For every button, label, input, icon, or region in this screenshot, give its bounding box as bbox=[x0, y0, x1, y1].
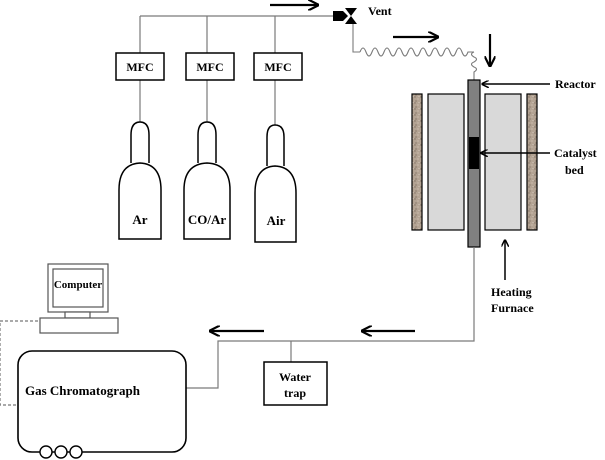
cylinder-air: Air bbox=[254, 124, 297, 243]
mfc-co-ar: MFC bbox=[185, 52, 235, 81]
cylinder-ar: Ar bbox=[118, 121, 162, 240]
cylinder-label: Air bbox=[267, 213, 286, 228]
outlet-line bbox=[186, 247, 475, 389]
heater-right bbox=[484, 93, 522, 231]
data-cable bbox=[0, 320, 38, 406]
insulation-left bbox=[411, 93, 423, 231]
cylinder-label: Ar bbox=[132, 212, 147, 227]
coil-tubing bbox=[352, 24, 478, 80]
gas-manifold bbox=[139, 15, 334, 125]
reactor-tube bbox=[467, 79, 481, 248]
furnace-label-line2: Furnace bbox=[491, 301, 534, 315]
cylinder-co-ar: CO/Ar bbox=[183, 121, 231, 240]
water-trap: Water trap bbox=[263, 361, 328, 406]
catalyst-bed bbox=[469, 137, 479, 169]
furnace-label-line1: Heating bbox=[491, 285, 532, 299]
gc-label: Gas Chromatograph bbox=[25, 383, 141, 398]
reactor-label: Reactor bbox=[555, 77, 596, 91]
vent-valve: Vent bbox=[333, 4, 392, 24]
cylinder-label: CO/Ar bbox=[188, 212, 227, 227]
water-trap-label-line2: trap bbox=[284, 386, 306, 400]
gc-port bbox=[69, 445, 83, 459]
vent-label: Vent bbox=[368, 4, 392, 18]
mfc-ar: MFC bbox=[115, 52, 165, 81]
catalyst-label-line1: Catalyst bbox=[554, 146, 597, 160]
heater-left bbox=[427, 93, 465, 231]
mfc-label: MFC bbox=[126, 60, 153, 74]
gas-chromatograph: Gas Chromatograph bbox=[17, 350, 187, 459]
computer-label: Computer bbox=[54, 279, 102, 291]
catalyst-label-line2: bed bbox=[565, 163, 584, 177]
mfc-label: MFC bbox=[264, 60, 291, 74]
gc-port bbox=[39, 445, 53, 459]
water-trap-label-line1: Water bbox=[279, 370, 312, 384]
computer: Computer bbox=[39, 263, 119, 334]
mfc-air: MFC bbox=[253, 52, 303, 81]
mfc-label: MFC bbox=[196, 60, 223, 74]
gc-port bbox=[54, 445, 68, 459]
insulation-right bbox=[526, 93, 538, 231]
heating-furnace bbox=[411, 93, 538, 231]
computer-base bbox=[39, 317, 119, 334]
